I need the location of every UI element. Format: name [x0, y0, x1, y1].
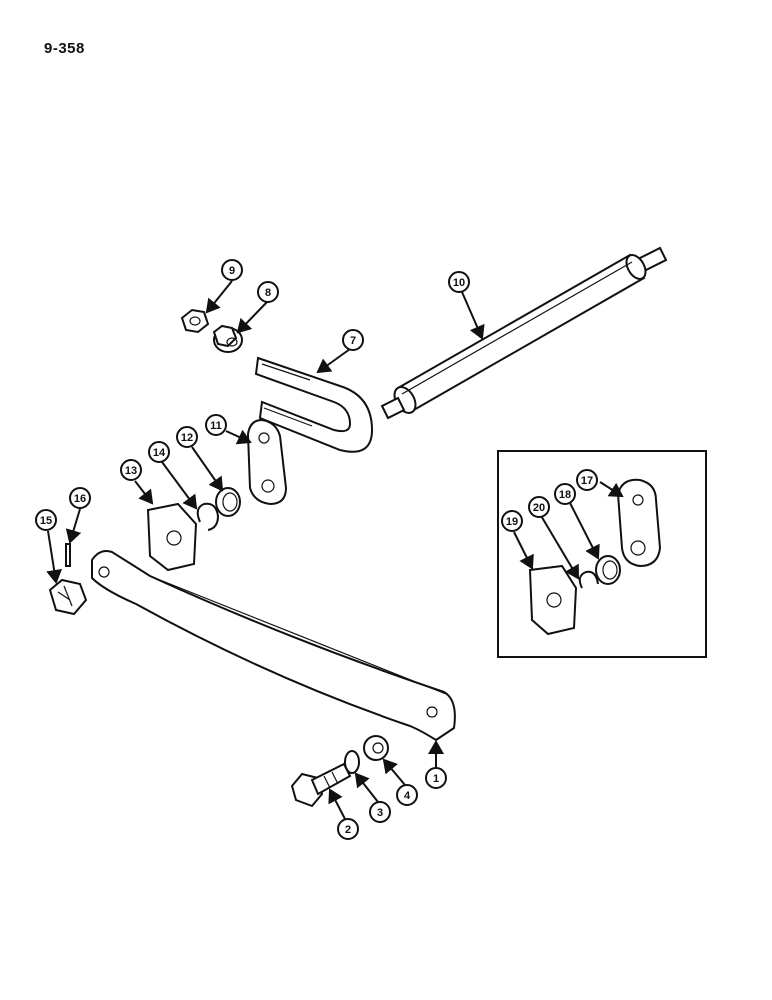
- callout-12: 12: [176, 426, 198, 448]
- svg-text:19: 19: [506, 516, 518, 528]
- bracket-part-19: [528, 564, 578, 636]
- svg-text:8: 8: [265, 287, 271, 299]
- callout-14: 14: [148, 441, 170, 463]
- lock-washer-part-3: [344, 750, 360, 774]
- svg-text:7: 7: [350, 335, 356, 347]
- callout-16: 16: [69, 487, 91, 509]
- leader-lines: [46, 280, 624, 820]
- plate-part-17: [616, 478, 662, 568]
- svg-text:4: 4: [404, 790, 411, 802]
- callout-9: 9: [221, 259, 243, 281]
- svg-text:10: 10: [453, 277, 465, 289]
- inset-box: [497, 450, 707, 658]
- svg-text:3: 3: [377, 807, 383, 819]
- svg-text:17: 17: [581, 475, 593, 487]
- svg-text:15: 15: [40, 515, 52, 527]
- castle-nut-part-15: [48, 578, 88, 616]
- snap-ring-part-14: [196, 502, 220, 531]
- callout-3: 3: [369, 801, 391, 823]
- bar-part-1: [91, 550, 456, 742]
- callout-20: 20: [528, 496, 550, 518]
- flat-washer-part-4: [363, 735, 389, 761]
- svg-text:9: 9: [229, 265, 235, 277]
- callout-4: 4: [396, 784, 418, 806]
- bracket-part-13: [146, 502, 198, 572]
- svg-text:16: 16: [74, 493, 86, 505]
- callout-15: 15: [35, 509, 57, 531]
- shaft-part-10: [380, 246, 668, 420]
- nut-part-9: [180, 308, 210, 334]
- u-bolt-part-7: [254, 356, 374, 453]
- svg-text:13: 13: [125, 465, 137, 477]
- flange-nut-part-8: [212, 324, 243, 353]
- callout-19: 19: [501, 510, 523, 532]
- ring-part-12: [215, 487, 241, 517]
- plate-part-11: [246, 418, 288, 506]
- callout-7: 7: [342, 329, 364, 351]
- svg-text:11: 11: [210, 420, 222, 432]
- callout-11: 11: [205, 414, 227, 436]
- callout-18: 18: [554, 483, 576, 505]
- callout-2: 2: [337, 818, 359, 840]
- callout-17: 17: [576, 469, 598, 491]
- page-number: 9-358: [44, 40, 85, 57]
- svg-text:12: 12: [181, 432, 193, 444]
- callout-8: 8: [257, 281, 279, 303]
- callout-1: 1: [425, 767, 447, 789]
- svg-text:20: 20: [533, 502, 545, 514]
- svg-text:18: 18: [559, 489, 571, 501]
- callout-10: 10: [448, 271, 470, 293]
- svg-text:14: 14: [153, 447, 166, 459]
- cotter-pin-part-16: [65, 543, 71, 567]
- callout-13: 13: [120, 459, 142, 481]
- svg-text:2: 2: [345, 824, 351, 836]
- bolt-part-2: [290, 762, 352, 808]
- snap-ring-part-20: [578, 570, 599, 589]
- svg-text:1: 1: [433, 773, 439, 785]
